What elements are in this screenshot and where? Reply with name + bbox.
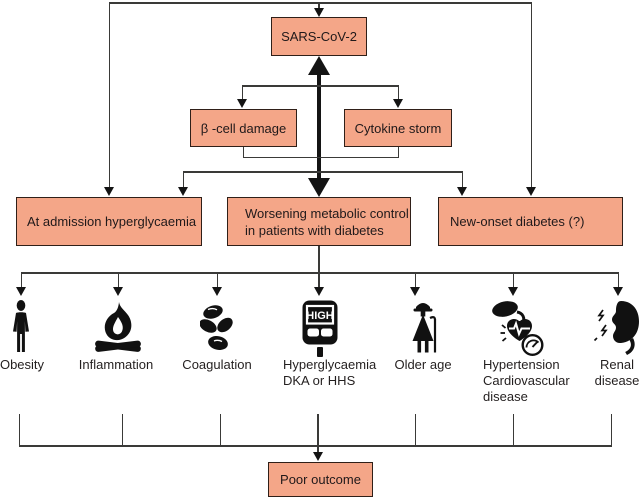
glucose-meter-display: HIGH — [306, 310, 334, 322]
connector-line — [183, 171, 463, 173]
arrow-down-icon — [525, 187, 536, 196]
arrow-down-icon — [612, 287, 623, 296]
connector-line — [121, 414, 124, 447]
arrow-down-icon — [103, 187, 114, 196]
arrow-down-icon — [236, 99, 247, 108]
beta-cell-damage-box: β -cell damage — [190, 109, 297, 147]
worsening-line-1: Worsening metabolic control — [245, 205, 409, 221]
arrow-down-icon — [211, 287, 222, 296]
connector-line — [242, 85, 399, 87]
connector-line — [397, 147, 400, 158]
connector-line — [108, 2, 111, 188]
connector-line — [242, 156, 399, 159]
arrow-down-icon — [409, 287, 420, 296]
risk-label-obesity: Obesity — [0, 357, 45, 372]
arrow-down-icon — [507, 287, 518, 296]
blood-cells-icon — [200, 303, 234, 353]
arrow-down-icon — [313, 287, 324, 296]
connector-line — [109, 2, 532, 4]
connector-line — [414, 272, 417, 288]
elderly-person-icon — [408, 301, 438, 353]
new-onset-diabetes-label: New-onset diabetes (?) — [450, 214, 585, 229]
connector-line — [18, 445, 612, 447]
poor-outcome-label: Poor outcome — [280, 472, 361, 487]
risk-label-coagulation: Coagulation — [182, 357, 252, 372]
blood-pressure-icon — [490, 300, 544, 357]
connector-line — [18, 414, 21, 447]
connector-line — [397, 85, 400, 100]
connector-line — [242, 147, 245, 158]
worsening-metabolic-label: Worsening metabolic control in patients … — [245, 205, 409, 239]
connector-line — [610, 414, 613, 447]
arrow-down-icon — [177, 187, 188, 196]
connector-line — [241, 85, 244, 100]
risk-label-line: DKA or HHS — [283, 373, 356, 388]
arrow-down-icon — [392, 99, 403, 108]
arrow-down-icon — [313, 8, 324, 17]
connector-line — [219, 414, 222, 447]
connector-line — [117, 272, 120, 288]
connector-line — [530, 2, 533, 188]
connector-line — [216, 272, 219, 288]
connector-line — [182, 171, 185, 187]
admission-hyperglycaemia-box: At admission hyperglycaemia — [16, 197, 202, 246]
arrow-down-icon — [456, 187, 467, 196]
connector-line — [318, 2, 320, 10]
arrow-down-icon — [112, 287, 123, 296]
cytokine-storm-label: Cytokine storm — [354, 120, 442, 136]
connector-line — [317, 446, 319, 453]
sars-cov-2-box: SARS-CoV-2 — [271, 17, 367, 56]
risk-label-renal-disease: Renal disease — [595, 357, 639, 389]
new-onset-diabetes-box: New-onset diabetes (?) — [438, 197, 623, 246]
arrow-down-icon — [312, 452, 323, 461]
risk-label-line: disease — [483, 389, 528, 404]
risk-label-older-age: Older age — [394, 357, 452, 372]
connector-line-thick — [317, 66, 321, 188]
risk-label-inflammation: Inflammation — [78, 357, 154, 372]
arrow-up-icon — [308, 56, 330, 75]
risk-label-hypertension: Hypertension Cardiovascular disease — [483, 357, 570, 405]
person-icon — [8, 300, 34, 354]
connector-line — [512, 414, 515, 447]
worsening-metabolic-box: Worsening metabolic control in patients … — [227, 197, 411, 246]
connector-line — [414, 414, 417, 447]
sars-cov-2-label: SARS-CoV-2 — [281, 29, 357, 44]
connector-line — [317, 414, 319, 447]
risk-label-line: Cardiovascular — [483, 373, 570, 388]
risk-label-line: Hyperglycaemia — [283, 357, 377, 372]
connector-line — [461, 171, 464, 187]
connector-line — [21, 272, 619, 274]
poor-outcome-box: Poor outcome — [268, 462, 373, 497]
connector-line — [20, 272, 23, 288]
cytokine-storm-box: Cytokine storm — [344, 109, 452, 147]
admission-hyperglycaemia-label: At admission hyperglycaemia — [27, 214, 197, 229]
glucose-meter-icon: HIGH — [302, 300, 338, 357]
connector-line — [512, 272, 515, 288]
risk-label-hyperglycaemia: Hyperglycaemia DKA or HHS — [283, 357, 376, 389]
arrow-down-icon — [308, 178, 330, 197]
risk-label-line: disease — [594, 373, 639, 388]
arrow-down-icon — [15, 287, 26, 296]
fire-icon — [94, 302, 142, 354]
connector-line — [318, 246, 320, 288]
beta-cell-damage-label: β -cell damage — [200, 120, 287, 136]
risk-label-line: Renal — [600, 357, 634, 372]
worsening-line-2: in patients with diabetes — [245, 222, 384, 238]
connector-line — [617, 272, 620, 288]
risk-label-line: Hypertension — [483, 357, 560, 372]
kidney-icon — [593, 300, 639, 358]
